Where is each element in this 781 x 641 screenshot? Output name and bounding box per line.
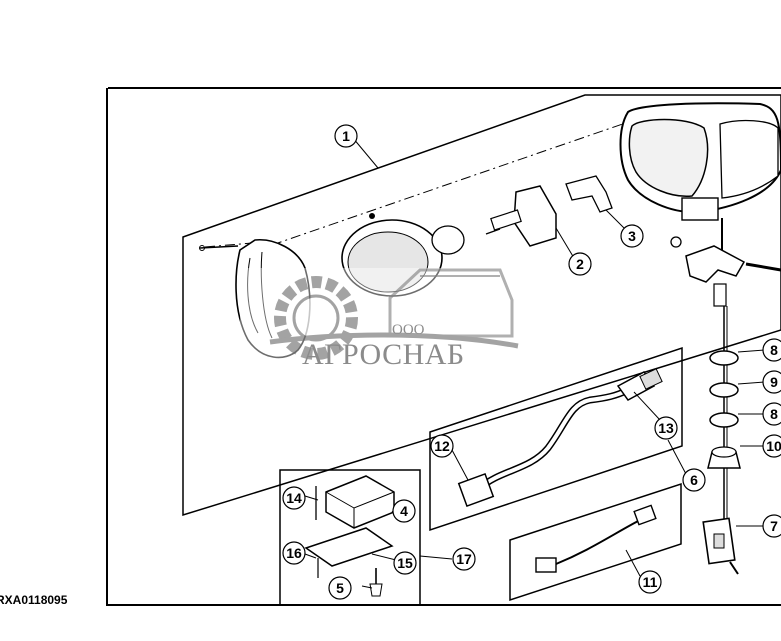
callout-8: 8 <box>762 402 781 426</box>
callout-10: 10 <box>762 434 781 458</box>
harness-panel <box>429 346 683 532</box>
callout-1: 1 <box>334 124 358 148</box>
retaining-clip <box>565 175 613 213</box>
callout-label: 3 <box>628 228 636 244</box>
callout-8: 8 <box>762 338 781 362</box>
wiring-harness <box>457 368 663 508</box>
callout-7: 7 <box>762 514 781 538</box>
callout-label: 1 <box>342 128 350 144</box>
callout-label: 8 <box>770 406 778 422</box>
lamp-reflector <box>341 213 465 297</box>
watermark-prefix: ООО <box>392 322 425 338</box>
callout-14: 14 <box>282 486 306 510</box>
callout-4: 4 <box>392 499 416 523</box>
lamp-bulb <box>485 185 557 247</box>
callout-label: 5 <box>336 580 344 596</box>
extension-cable <box>535 504 657 573</box>
callout-label: 12 <box>434 438 450 454</box>
work-lamp-housing <box>619 102 781 262</box>
assembly-axis-line <box>271 117 641 246</box>
callout-label: 4 <box>400 503 408 519</box>
watermark-brand: АГРОСНАБ <box>302 338 465 371</box>
callout-17: 17 <box>452 547 476 571</box>
control-module <box>315 475 395 529</box>
lamp-connector <box>702 517 739 575</box>
callout-15: 15 <box>393 551 417 575</box>
lamp-cable <box>707 306 741 530</box>
extension-cable-panel <box>509 482 682 602</box>
callout-label: 8 <box>770 342 778 358</box>
callout-3: 3 <box>620 224 644 248</box>
callout-label: 13 <box>658 420 674 436</box>
agrosnab-watermark: ООО АГРОСНАБ <box>240 268 530 378</box>
mounting-bracket <box>670 236 781 307</box>
callout-label: 2 <box>576 256 584 272</box>
callout-13: 13 <box>654 416 678 440</box>
callout-label: 6 <box>690 472 698 488</box>
callout-6: 6 <box>682 468 706 492</box>
callout-label: 11 <box>643 574 658 590</box>
exploded-view-panel <box>182 94 781 517</box>
callout-label: 10 <box>766 438 781 454</box>
callout-11: 11 <box>638 570 662 594</box>
callout-label: 14 <box>286 490 302 506</box>
callout-12: 12 <box>430 434 454 458</box>
reference-code: RXA0118095 <box>0 593 68 607</box>
callout-16: 16 <box>282 541 306 565</box>
module-panel <box>279 469 421 606</box>
callout-2: 2 <box>568 252 592 276</box>
callout-5: 5 <box>328 576 352 600</box>
callout-label: 7 <box>770 518 778 534</box>
callout-label: 9 <box>770 374 778 390</box>
callout-label: 17 <box>456 551 472 567</box>
diagram-frame <box>106 87 781 606</box>
mounting-plate <box>304 527 394 597</box>
callout-label: 15 <box>397 555 413 571</box>
lamp-front-bezel <box>199 239 311 359</box>
callout-label: 16 <box>286 545 302 561</box>
callout-9: 9 <box>762 370 781 394</box>
leader-lines <box>304 137 766 589</box>
